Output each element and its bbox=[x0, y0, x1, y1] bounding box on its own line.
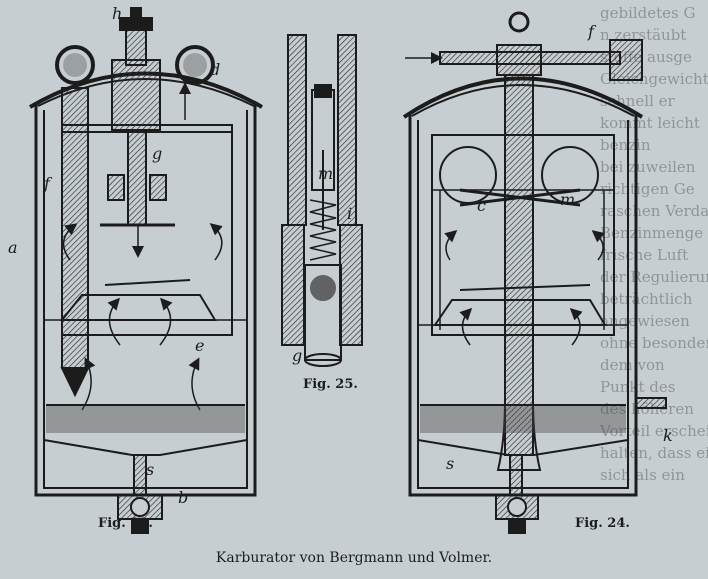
fig25-label-m: m bbox=[318, 164, 334, 183]
background-text-line: Benzinmenge bbox=[600, 224, 704, 242]
fig23-label-b: b bbox=[178, 488, 189, 507]
fig24-label-k: k bbox=[663, 426, 673, 445]
figure-23 bbox=[28, 7, 263, 534]
fig23-caption: Fig. 23. bbox=[98, 516, 153, 531]
background-text-line: kommt leicht bbox=[600, 114, 700, 132]
fig23-label-g: g bbox=[152, 144, 163, 163]
fig23-label-d: d bbox=[210, 60, 221, 79]
background-text-line: bei zuweilen bbox=[600, 158, 696, 176]
background-text-line: sich als ein bbox=[600, 466, 685, 484]
fig24-label-f: f bbox=[588, 22, 594, 41]
fig25-caption: Fig. 25. bbox=[303, 377, 358, 392]
background-text-line: Punkt des bbox=[600, 378, 676, 396]
fig25-label-g: g bbox=[292, 346, 303, 365]
figure-24 bbox=[402, 11, 667, 534]
background-text-line: richtigen Ge bbox=[600, 180, 695, 198]
fig23-label-h: h bbox=[112, 4, 123, 23]
fig25-label-i: i bbox=[347, 204, 353, 223]
fig23-label-s: s bbox=[146, 460, 155, 479]
fig23-label-a: a bbox=[8, 238, 18, 257]
main-caption: Karburator von Bergmann und Volmer. bbox=[215, 550, 493, 566]
background-text-line: frische Luft bbox=[600, 246, 689, 264]
background-text-line: dem von bbox=[600, 356, 665, 374]
fig23-label-f: f bbox=[44, 174, 50, 193]
background-text-line: gebildetes G bbox=[600, 4, 696, 22]
background-text-line: benzin bbox=[600, 136, 651, 154]
fig24-caption: Fig. 24. bbox=[575, 516, 630, 531]
fig23-label-e: e bbox=[195, 336, 205, 355]
background-text-line: beträchtlich bbox=[600, 290, 693, 308]
figure-25 bbox=[281, 34, 363, 367]
fig24-label-m: m bbox=[560, 190, 576, 209]
fig24-label-s: s bbox=[446, 454, 455, 473]
fig24-label-c: c bbox=[477, 196, 486, 215]
